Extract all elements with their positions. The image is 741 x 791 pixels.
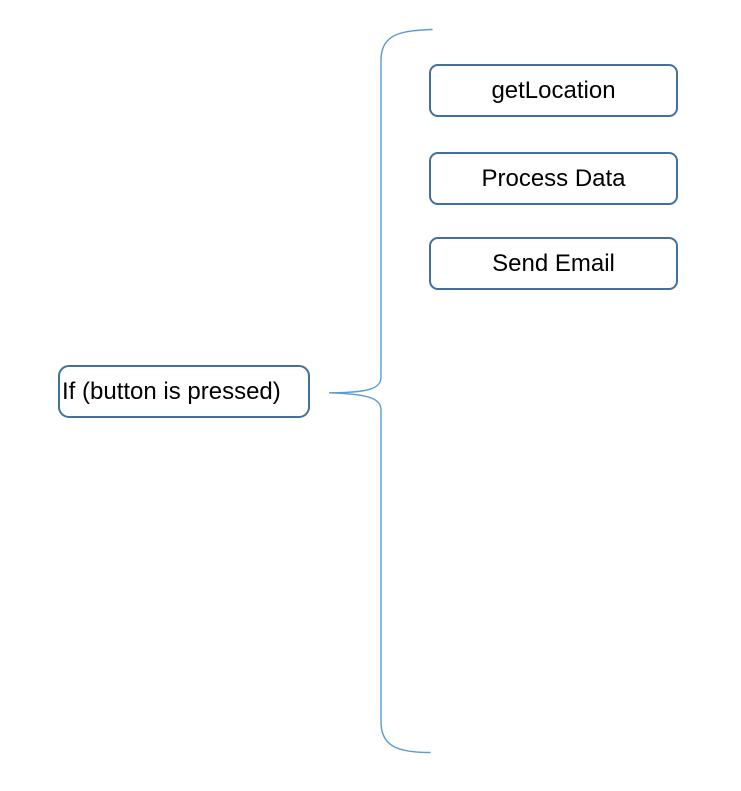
action-box-process-data[interactable]: Process Data	[429, 152, 678, 205]
action-box-label: Process Data	[481, 164, 626, 192]
action-box-label: Send Email	[492, 249, 615, 277]
condition-box[interactable]: If (button is pressed)	[58, 365, 310, 418]
condition-box-label: If (button is pressed)	[62, 377, 281, 405]
curly-brace-path	[328, 28, 433, 754]
action-box-label: getLocation	[491, 76, 616, 104]
action-box-send-email[interactable]: Send Email	[429, 237, 678, 290]
action-box-getlocation[interactable]: getLocation	[429, 64, 678, 117]
